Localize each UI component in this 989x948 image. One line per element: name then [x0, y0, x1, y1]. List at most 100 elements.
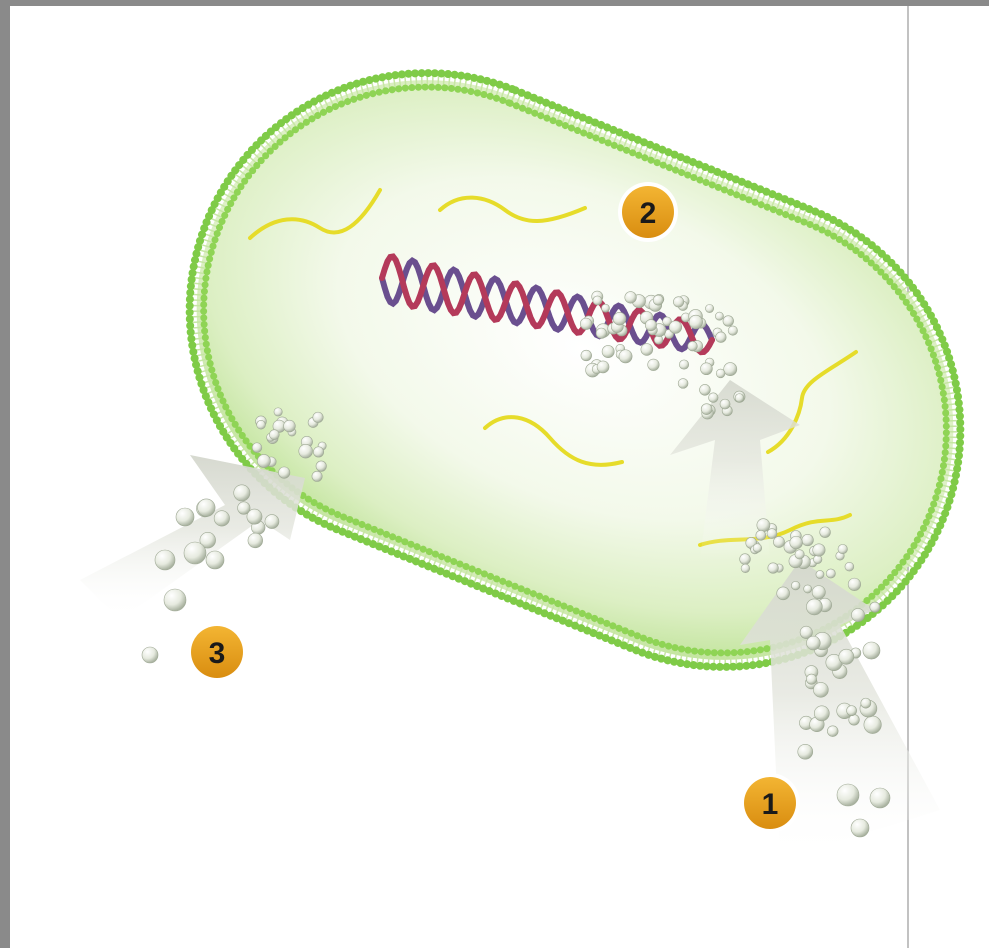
badge-1: 1: [740, 773, 800, 833]
nutrient-particle: [689, 315, 703, 329]
nutrient-particle: [602, 345, 614, 357]
nutrient-particle: [653, 295, 663, 305]
nutrient-particle: [705, 304, 713, 312]
nutrient-particle: [813, 544, 825, 556]
nutrient-particle: [312, 471, 322, 481]
nutrient-particle: [720, 399, 730, 409]
nutrient-particle: [806, 674, 816, 684]
nutrient-particle: [164, 589, 186, 611]
nutrient-particle: [728, 326, 737, 335]
nutrient-particle: [206, 551, 224, 569]
nutrient-particle: [756, 530, 766, 540]
nutrient-particle: [648, 359, 660, 371]
nutrient-particle: [839, 649, 854, 664]
nutrient-particle: [813, 682, 828, 697]
nutrient-particle: [847, 706, 857, 716]
nutrient-particle: [184, 542, 206, 564]
nutrient-particle: [142, 647, 158, 663]
nutrient-particle: [845, 562, 854, 571]
nutrient-particle: [864, 716, 881, 733]
nutrient-particle: [837, 784, 859, 806]
nutrient-particle: [313, 447, 323, 457]
nutrient-particle: [715, 312, 723, 320]
nutrient-particle: [313, 412, 323, 422]
badge-1-label: 1: [762, 788, 779, 821]
nutrient-particle: [625, 292, 637, 304]
nutrient-particle: [299, 444, 313, 458]
nutrient-particle: [716, 369, 725, 378]
nutrient-particle: [757, 519, 770, 532]
nutrient-particle: [848, 578, 861, 591]
nutrient-particle: [679, 360, 688, 369]
nutrient-particle: [701, 404, 712, 415]
nutrient-particle: [851, 608, 864, 621]
nutrient-particle: [827, 726, 838, 737]
nutrient-particle: [851, 819, 869, 837]
nutrient-particle: [688, 341, 698, 351]
badge-3-label: 3: [209, 637, 226, 670]
nutrient-particle: [709, 393, 719, 403]
badge-2: 2: [618, 182, 678, 242]
nutrient-particle: [214, 511, 229, 526]
nutrient-particle: [700, 384, 711, 395]
nutrient-particle: [716, 332, 727, 343]
nutrient-particle: [265, 515, 279, 529]
nutrient-particle: [581, 350, 592, 361]
nutrient-particle: [768, 563, 779, 574]
nutrient-particle: [870, 788, 890, 808]
nutrient-particle: [816, 570, 824, 578]
nutrient-particle: [316, 461, 326, 471]
nutrient-particle: [597, 361, 609, 373]
nutrient-particle: [767, 529, 777, 539]
nutrient-particle: [257, 420, 266, 429]
nutrient-particle: [791, 581, 800, 590]
badge-3: 3: [187, 622, 247, 682]
nutrient-particle: [806, 636, 820, 650]
nutrient-particle: [580, 318, 592, 330]
nutrient-particle: [735, 394, 744, 403]
nutrient-particle: [613, 312, 626, 325]
nutrient-particle: [753, 544, 762, 553]
nutrient-particle: [826, 569, 835, 578]
nutrient-particle: [700, 363, 712, 375]
nutrient-particle: [593, 296, 602, 305]
nutrient-particle: [278, 467, 289, 478]
nutrient-particle: [723, 316, 734, 327]
nutrient-particle: [641, 344, 653, 356]
nutrient-particle: [790, 536, 803, 549]
nutrient-particle: [198, 499, 216, 517]
nutrient-particle: [678, 379, 688, 389]
nutrient-particle: [176, 508, 194, 526]
nutrient-particle: [777, 587, 790, 600]
nutrient-particle: [870, 602, 880, 612]
nutrient-particle: [804, 585, 812, 593]
nutrient-particle: [284, 420, 296, 432]
nutrient-particle: [257, 454, 270, 467]
nutrient-particle: [252, 443, 262, 453]
nutrient-particle: [802, 534, 814, 546]
nutrient-particle: [798, 744, 813, 759]
nutrient-particle: [740, 554, 751, 565]
nutrient-particle: [861, 698, 871, 708]
nutrient-particle: [601, 304, 609, 312]
nutrient-particle: [645, 320, 656, 331]
nutrient-particle: [619, 350, 632, 363]
nutrient-particle: [795, 550, 804, 559]
badge-2-label: 2: [640, 197, 657, 230]
nutrient-particle: [673, 297, 683, 307]
nutrient-particle: [820, 527, 831, 538]
nutrient-particle: [238, 502, 251, 515]
nutrient-particle: [155, 550, 175, 570]
nutrient-particle: [814, 706, 829, 721]
nutrient-particle: [806, 599, 822, 615]
nutrient-particle: [838, 544, 847, 553]
nutrient-particle: [274, 408, 282, 416]
nutrient-particle: [248, 533, 263, 548]
nutrient-particle: [724, 363, 737, 376]
nutrient-particle: [269, 430, 279, 440]
nutrient-particle: [234, 485, 250, 501]
nutrient-particle: [812, 586, 825, 599]
nutrient-particle: [596, 328, 606, 338]
nutrient-particle: [773, 536, 784, 547]
